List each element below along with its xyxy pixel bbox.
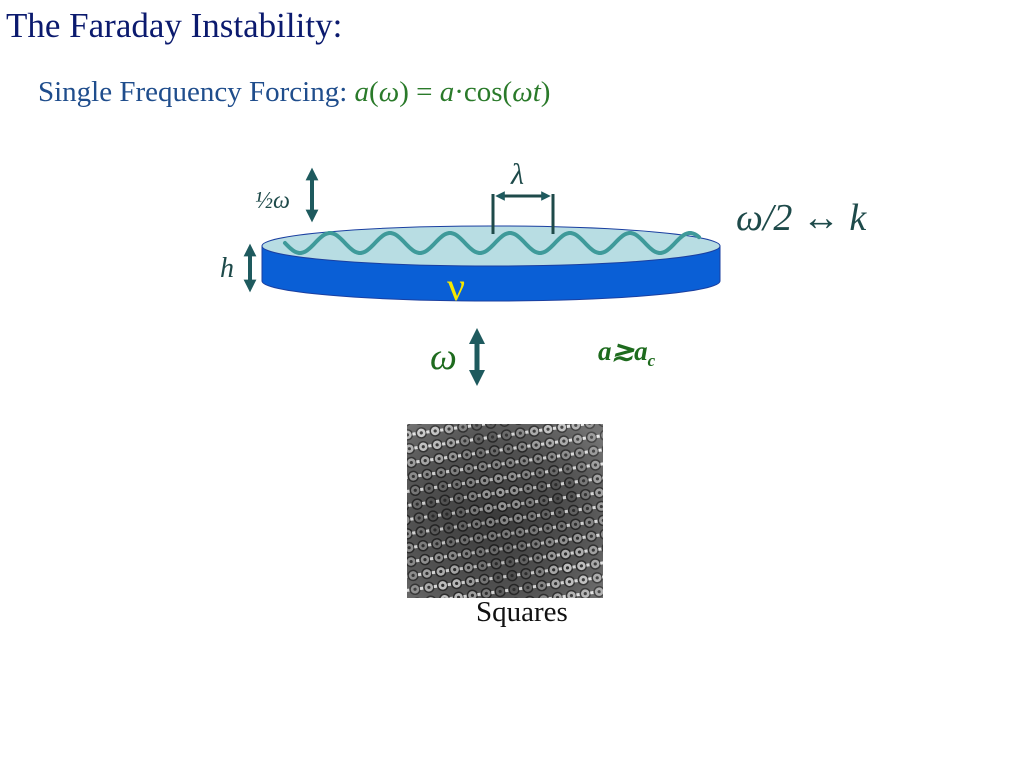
half-omega-label: ½ω — [255, 188, 290, 214]
drive-indicator: ω — [430, 327, 486, 387]
subtitle-prefix: Single Frequency Forcing: — [38, 76, 355, 108]
lambda-label: λ — [510, 158, 524, 191]
slide-subtitle: Single Frequency Forcing: a(ω) = a·cos(ω… — [38, 76, 550, 109]
slide-title: The Faraday Instability: — [6, 6, 343, 45]
dispersion-label: ω/2 ↔ k — [736, 197, 867, 239]
depth-indicator: h — [220, 243, 257, 293]
pattern-caption: Squares — [476, 596, 568, 628]
forcing-formula: a(ω) = a·cos(ωt) — [354, 76, 551, 108]
depth-label: h — [220, 253, 234, 284]
drive-omega-label: ω — [430, 336, 457, 378]
square-pattern-image — [407, 424, 603, 598]
liquid-container — [261, 225, 721, 302]
wavelength-marker: λ — [491, 158, 555, 234]
surface-wave — [283, 231, 701, 255]
viscosity-label: ν — [447, 264, 465, 309]
threshold-label: a≳ac — [598, 336, 656, 370]
half-omega-indicator: ½ω — [255, 167, 319, 223]
